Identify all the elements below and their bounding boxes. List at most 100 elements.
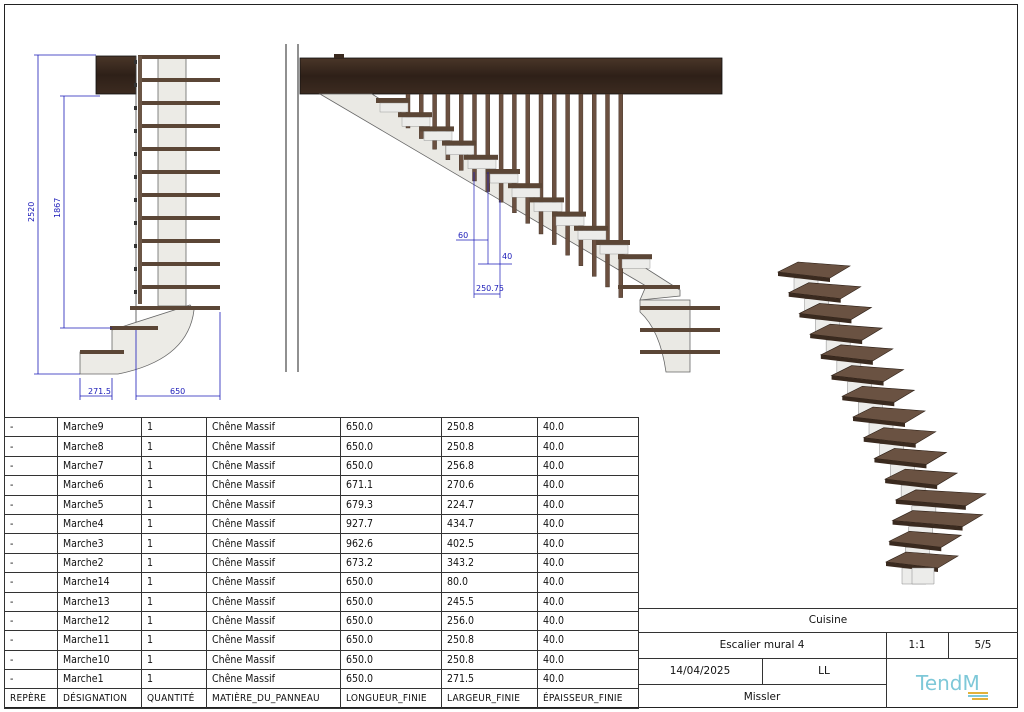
table-cell: Chêne Massif xyxy=(206,455,341,477)
table-cell: 343.2 xyxy=(441,552,538,574)
table-cell: 673.2 xyxy=(340,552,442,574)
front-landing-tread-4 xyxy=(640,350,720,354)
table-cell: 650.0 xyxy=(340,416,442,438)
side-post xyxy=(138,56,142,304)
table-cell: 927.7 xyxy=(340,513,442,535)
front-landing-tread-2 xyxy=(640,306,720,310)
side-bracket xyxy=(134,198,137,202)
table-cell: Chêne Massif xyxy=(206,552,341,574)
front-baluster xyxy=(552,93,557,245)
table-cell: 650.0 xyxy=(340,610,442,632)
front-step-riser xyxy=(599,244,629,255)
title-initials: LL xyxy=(818,665,830,677)
iso-tread xyxy=(891,510,984,527)
table-cell: 650.0 xyxy=(340,669,442,690)
front-landing-tread-3 xyxy=(640,328,720,332)
table-header-cell: ÉPAISSEUR_FINIE xyxy=(537,688,639,709)
table-header-cell: LONGUEUR_FINIE xyxy=(340,688,442,709)
front-view: 60 40 250.75 xyxy=(285,44,723,373)
table-cell: 1 xyxy=(141,572,207,593)
front-step-riser xyxy=(533,202,563,212)
table-cell: 1 xyxy=(141,649,207,671)
front-step-tread xyxy=(464,154,498,160)
table-cell: 650.0 xyxy=(340,630,442,651)
table-cell: 1 xyxy=(141,475,207,496)
table-cell: Marche14 xyxy=(57,572,142,593)
side-view: 2520 1867 271.5 650 xyxy=(27,54,221,400)
title-drawing-name: Escalier mural 4 xyxy=(719,639,805,651)
table-cell: 1 xyxy=(141,436,207,457)
table-cell: 402.5 xyxy=(441,533,538,554)
logo-text: TendM xyxy=(915,671,980,695)
front-step-riser xyxy=(445,145,475,155)
front-step-tread xyxy=(486,169,520,174)
front-step-riser xyxy=(401,116,431,127)
side-tread xyxy=(138,239,220,243)
front-baluster xyxy=(512,93,517,214)
front-step-riser xyxy=(555,216,585,226)
dim-bottom-right: 650 xyxy=(170,387,185,396)
iso-tread-edge xyxy=(874,458,927,469)
front-baluster xyxy=(618,93,623,298)
side-bracket xyxy=(134,290,137,294)
table-cell: Chêne Massif xyxy=(206,649,341,671)
table-cell: Marche3 xyxy=(57,533,142,554)
table-cell: 1 xyxy=(141,630,207,651)
table-cell: 40.0 xyxy=(537,494,639,515)
table-cell: Marche8 xyxy=(57,436,142,457)
front-step-tread xyxy=(596,240,630,245)
table-cell: - xyxy=(4,669,58,690)
table-cell: 80.0 xyxy=(441,572,538,593)
table-header-cell: QUANTITÉ xyxy=(141,688,207,709)
iso-tread-edge xyxy=(892,520,963,531)
table-cell: 250.8 xyxy=(441,416,538,438)
front-step-tread xyxy=(376,98,410,103)
table-cell: 250.8 xyxy=(441,649,538,671)
table-cell: 40.0 xyxy=(537,669,639,690)
table-cell: - xyxy=(4,533,58,554)
iso-base-block xyxy=(911,567,935,585)
table-cell: 245.5 xyxy=(441,591,538,612)
iso-tread-edge xyxy=(842,396,895,407)
table-cell: 40.0 xyxy=(537,455,639,477)
table-cell: 1 xyxy=(141,416,207,438)
dim-60: 60 xyxy=(458,231,468,240)
front-step-riser xyxy=(577,230,607,241)
front-baluster xyxy=(592,93,597,277)
front-balusters xyxy=(405,93,623,298)
table-cell: - xyxy=(4,649,58,671)
table-cell: 40.0 xyxy=(537,436,639,457)
table-cell: 40.0 xyxy=(537,610,639,632)
side-tread-3 xyxy=(130,306,220,310)
front-step-tread xyxy=(420,126,454,132)
front-baluster xyxy=(498,93,504,203)
front-step-tread xyxy=(530,197,564,203)
front-baluster xyxy=(605,93,610,288)
table-cell: - xyxy=(4,610,58,632)
iso-tread-edge xyxy=(895,499,966,510)
side-bracket xyxy=(134,83,137,87)
table-cell: 40.0 xyxy=(537,533,639,554)
table-cell: 224.7 xyxy=(441,494,538,515)
table-cell: 650.0 xyxy=(340,455,442,477)
table-header-cell: DÉSIGNATION xyxy=(57,688,142,709)
table-cell: 250.8 xyxy=(441,436,538,457)
table-cell: 434.7 xyxy=(441,513,538,535)
table-cell: 650.0 xyxy=(340,649,442,671)
iso-tread-edge xyxy=(799,313,852,324)
front-baluster xyxy=(525,93,530,224)
table-cell: Marche7 xyxy=(57,455,142,477)
side-bottom-tread xyxy=(80,350,124,354)
front-baluster xyxy=(459,93,464,171)
table-cell: - xyxy=(4,572,58,593)
table-cell: 250.8 xyxy=(441,630,538,651)
side-tread xyxy=(138,170,220,174)
table-cell: 40.0 xyxy=(537,572,639,593)
table-cell: Chêne Massif xyxy=(206,591,341,612)
